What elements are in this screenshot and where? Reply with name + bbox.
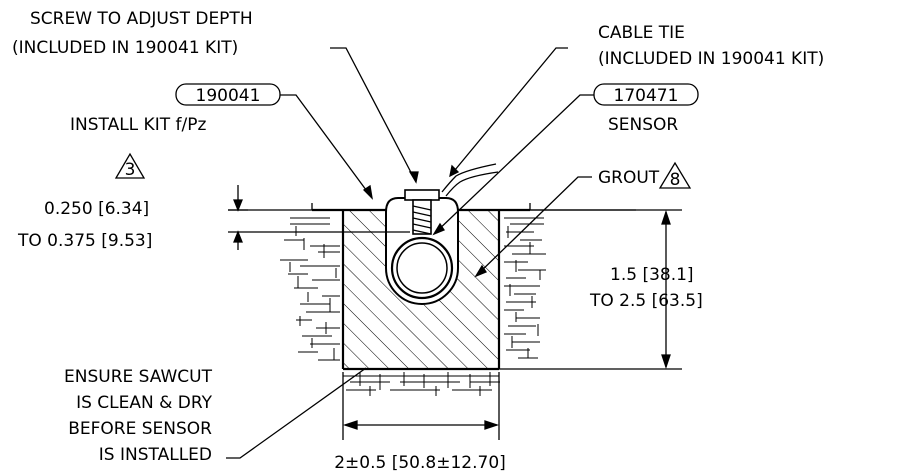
depth-line2: TO 0.375 [9.53] [17, 231, 152, 251]
sensor-assembly [385, 163, 499, 305]
kit-number: 190041 [196, 86, 261, 106]
ensure-line4: IS INSTALLED [99, 445, 212, 465]
depth-line1: 0.250 [6.34] [44, 199, 149, 219]
ensure-line2: IS CLEAN & DRY [76, 393, 213, 413]
screw-label-line2: (INCLUDED IN 190041 KIT) [12, 38, 238, 58]
kit-number-box [175, 83, 281, 106]
svg-text:8: 8 [670, 170, 681, 190]
cable-label-line2: (INCLUDED IN 190041 KIT) [598, 49, 824, 69]
leader-lines [226, 47, 594, 459]
sensor-number-box [593, 83, 699, 106]
grout-label: GROUT [598, 168, 660, 188]
cut-depth-line2: TO 2.5 [63.5] [589, 291, 703, 311]
depth-dimension [228, 185, 410, 250]
note-triangle-3: 3 [114, 152, 146, 180]
width-dimension-label: 2±0.5 [50.8±12.70] [334, 453, 506, 473]
svg-text:3: 3 [125, 160, 136, 180]
ensure-line3: BEFORE SENSOR [68, 419, 212, 439]
note-triangle-8: 8 [658, 161, 692, 190]
cable-label-line1: CABLE TIE [598, 23, 685, 43]
sensor-number: 170471 [614, 86, 679, 106]
pavement-texture-left [280, 217, 340, 361]
width-dimension [342, 372, 500, 440]
cut-depth-line1: 1.5 [38.1] [610, 265, 694, 285]
sensor-description: SENSOR [608, 115, 678, 135]
cable-tie [441, 163, 497, 193]
screw-head [404, 189, 440, 201]
kit-description: INSTALL KIT f/Pz [70, 115, 206, 135]
screw-label-line1: SCREW TO ADJUST DEPTH [30, 9, 253, 29]
ensure-line1: ENSURE SAWCUT [64, 367, 213, 387]
cut-depth-dimension [499, 209, 682, 370]
pavement-texture-bottom [343, 372, 500, 396]
screw-shank [412, 199, 432, 235]
pavement-texture-right [504, 217, 546, 359]
